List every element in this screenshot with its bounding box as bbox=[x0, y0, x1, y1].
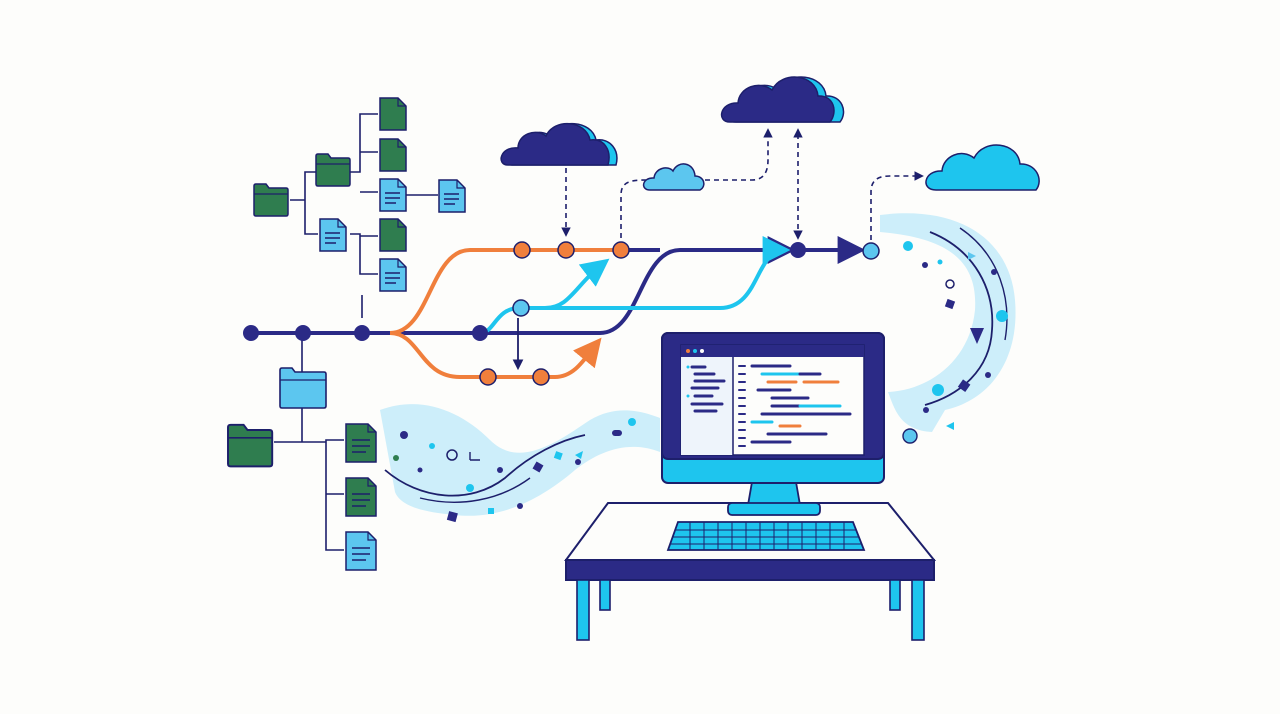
file-icon bbox=[379, 178, 407, 212]
cloud-icon bbox=[720, 76, 845, 123]
keyboard-icon bbox=[666, 521, 866, 551]
commit-node bbox=[557, 241, 575, 259]
upper-file-tree bbox=[253, 97, 466, 318]
folder-icon bbox=[315, 153, 351, 187]
commit-node bbox=[790, 242, 806, 258]
folder-icon bbox=[253, 183, 289, 217]
commit-node bbox=[513, 241, 531, 259]
folder-icon bbox=[227, 423, 274, 468]
commit-node bbox=[354, 325, 370, 341]
file-icon bbox=[345, 531, 377, 571]
commit-node bbox=[862, 242, 880, 260]
file-icon bbox=[438, 179, 466, 213]
folder-icon bbox=[279, 367, 327, 409]
file-icon bbox=[319, 218, 347, 252]
file-icon bbox=[379, 258, 407, 292]
lower-file-tree bbox=[227, 338, 377, 571]
file-icon bbox=[379, 97, 407, 131]
commit-node bbox=[243, 325, 259, 341]
file-icon bbox=[345, 477, 377, 517]
desktop-computer-icon bbox=[661, 332, 885, 516]
branch-graph bbox=[243, 236, 880, 386]
commit-node bbox=[295, 325, 311, 341]
cloud-icon bbox=[642, 163, 705, 191]
file-icon bbox=[379, 218, 407, 252]
commit-node bbox=[612, 241, 630, 259]
file-icon bbox=[345, 423, 377, 463]
cloud-links bbox=[561, 128, 924, 240]
cloud-icon bbox=[500, 122, 618, 166]
lower-data-stream bbox=[380, 404, 660, 523]
file-icon bbox=[379, 138, 407, 172]
commit-node bbox=[512, 299, 530, 317]
upper-data-stream bbox=[880, 213, 1016, 444]
commit-node bbox=[479, 368, 497, 386]
cloud-icon bbox=[925, 144, 1040, 191]
commit-node bbox=[472, 325, 488, 341]
commit-node bbox=[532, 368, 550, 386]
